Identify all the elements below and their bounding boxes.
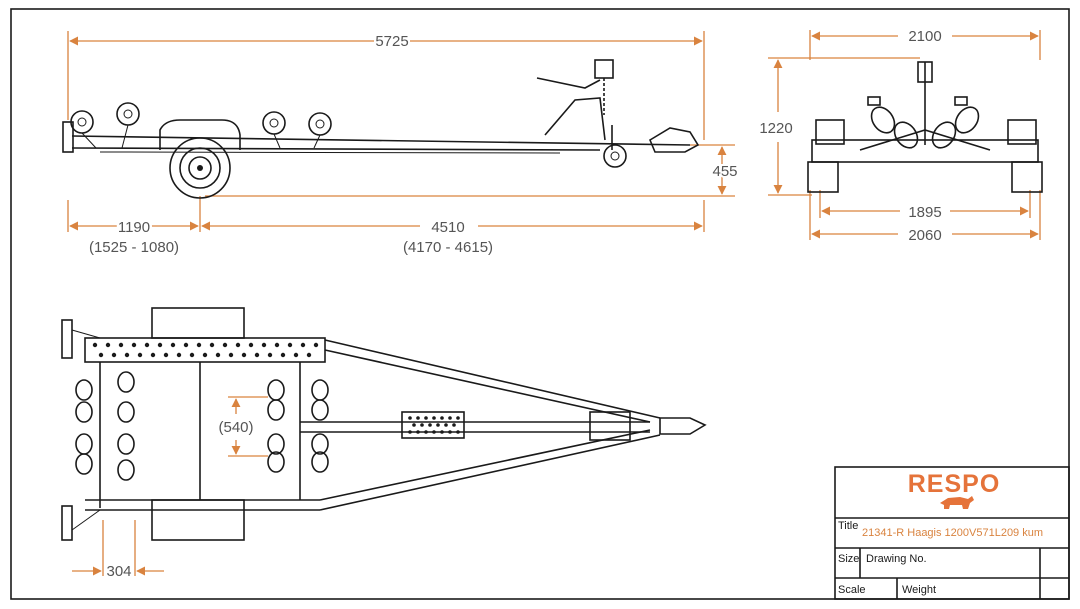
width-bottom-label: 2060 xyxy=(908,227,941,244)
rear-offset-label: 304 xyxy=(106,563,131,580)
width-inner-label: 1895 xyxy=(908,204,941,221)
rear-view: 2100 1220 1895 2060 xyxy=(759,28,1043,244)
width-top-label: 2100 xyxy=(908,28,941,45)
weight-label: Weight xyxy=(902,584,936,596)
rear-view-trailer xyxy=(807,61,1043,193)
title-block: RESPO Title 21341-R Haagis 1200V571L209 … xyxy=(834,466,1070,600)
rear-to-axle-label: 1190 xyxy=(118,219,150,236)
rear-to-axle-range-label: (1525 - 1080) xyxy=(89,239,179,256)
brand-logo-text: RESPO xyxy=(908,470,1001,498)
title-label: Title xyxy=(838,520,858,532)
side-view: 5725 455 1190 (1525 - 1080) 4510 (4170 -… xyxy=(62,31,740,256)
overall-length-label: 5725 xyxy=(375,33,408,50)
scale-label: Scale xyxy=(838,584,866,596)
hitch-height-label: 455 xyxy=(712,163,737,180)
sheet-border xyxy=(10,8,1070,600)
roller-spacing-label: (540) xyxy=(218,419,253,436)
title-value: 21341-R Haagis 1200V571L209 kum xyxy=(862,527,1043,539)
side-view-trailer xyxy=(62,59,700,199)
size-label: Size xyxy=(838,553,859,565)
drawing-no-label: Drawing No. xyxy=(866,553,927,565)
bull-logo-icon xyxy=(940,496,974,509)
axle-to-coupling-range-label: (4170 - 4615) xyxy=(403,239,493,256)
top-view: (540) 304 xyxy=(61,307,707,580)
top-view-trailer xyxy=(61,307,707,541)
height-label: 1220 xyxy=(759,120,792,137)
axle-to-coupling-label: 4510 xyxy=(431,219,464,236)
